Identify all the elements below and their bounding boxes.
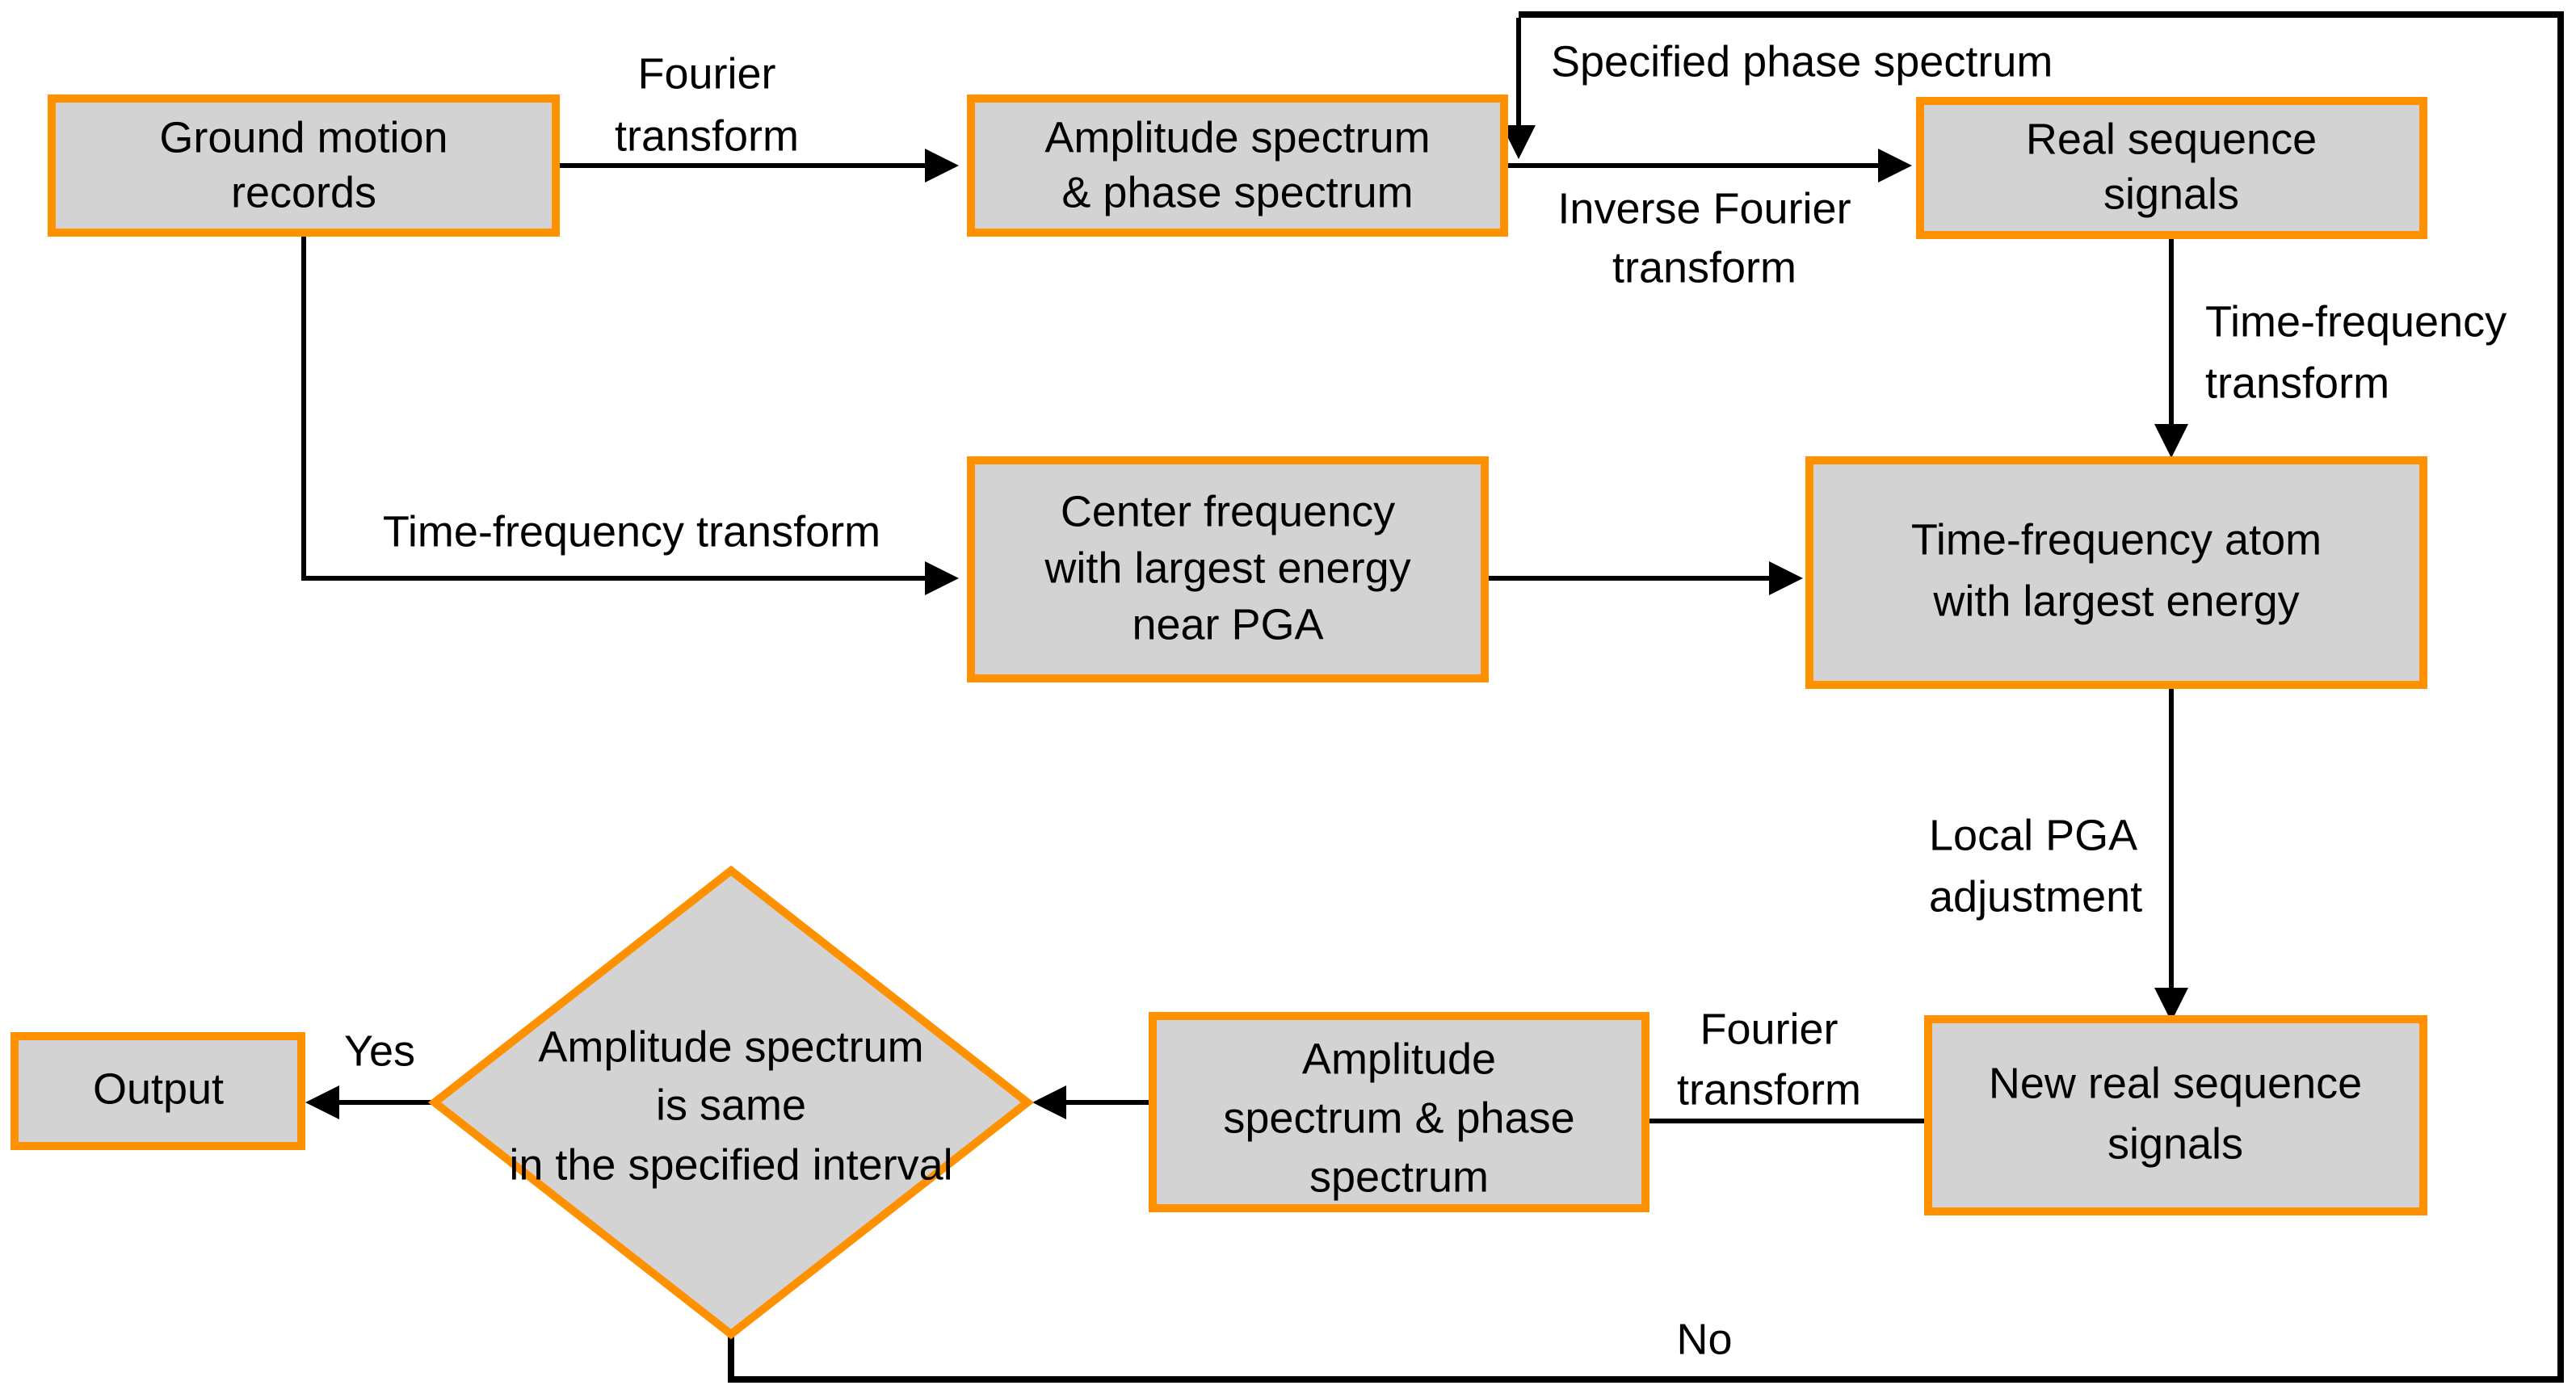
node-label-line: in the specified interval	[509, 1140, 952, 1189]
edge-label-fourier-transform-top: Fourier transform	[615, 49, 799, 160]
svg-text:adjustment: adjustment	[1929, 872, 2142, 921]
edge-label-yes: Yes	[344, 1026, 415, 1075]
node-label-line: spectrum	[1309, 1152, 1489, 1201]
node-label-line: New real sequence	[1989, 1059, 2362, 1107]
node-decision-amplitude-same[interactable]: Amplitude spectrum is same in the specif…	[427, 865, 1035, 1340]
edge-label-specified-phase-spectrum: Specified phase spectrum	[1551, 37, 2053, 86]
svg-text:Fourier: Fourier	[637, 49, 775, 98]
node-label-line: Center frequency	[1061, 487, 1395, 535]
edge-decision-no-feedback	[728, 11, 2564, 1383]
node-center-frequency-near-pga[interactable]: Center frequency with largest energy nea…	[967, 456, 1489, 682]
svg-text:Specified phase spectrum: Specified phase spectrum	[1551, 37, 2053, 86]
node-label-line: Real sequence	[2026, 115, 2317, 163]
node-real-sequence-signals[interactable]: Real sequence signals	[1916, 97, 2427, 239]
node-ground-motion-records[interactable]: Ground motion records	[48, 94, 560, 237]
edge-label-time-frequency-transform-left: Time-frequency transform	[383, 507, 880, 556]
svg-text:transform: transform	[1677, 1065, 1861, 1114]
node-label-line: is same	[656, 1081, 806, 1129]
node-label-line: Time-frequency atom	[1911, 515, 2322, 564]
node-time-frequency-atom[interactable]: Time-frequency atom with largest energy	[1805, 456, 2427, 689]
node-label-line: records	[231, 168, 376, 216]
edge-label-local-pga-adjustment: Local PGA adjustment	[1929, 811, 2142, 921]
node-label-line: Amplitude spectrum	[1044, 113, 1430, 162]
node-label-line: with largest energy	[1044, 544, 1410, 592]
node-amplitude-phase-spectrum-2[interactable]: Amplitude spectrum & phase spectrum	[1149, 1012, 1649, 1212]
svg-text:Fourier: Fourier	[1700, 1005, 1838, 1053]
svg-text:transform: transform	[2205, 359, 2389, 407]
node-new-real-sequence-signals[interactable]: New real sequence signals	[1924, 1015, 2427, 1215]
edge-label-inverse-fourier-transform: Inverse Fourier transform	[1557, 184, 1851, 292]
svg-text:Inverse Fourier: Inverse Fourier	[1557, 184, 1851, 233]
node-amplitude-phase-spectrum[interactable]: Amplitude spectrum & phase spectrum	[967, 94, 1508, 237]
svg-text:No: No	[1676, 1315, 1732, 1363]
node-label-line: Ground motion	[159, 113, 448, 162]
node-label-line: with largest energy	[1932, 577, 2299, 625]
svg-text:Time-frequency transform: Time-frequency transform	[383, 507, 880, 556]
svg-text:Local PGA: Local PGA	[1929, 811, 2137, 859]
node-label-line: near PGA	[1132, 600, 1323, 649]
svg-text:Yes: Yes	[344, 1026, 415, 1075]
node-label-line: Amplitude	[1302, 1035, 1496, 1083]
svg-text:transform: transform	[1612, 243, 1796, 292]
svg-text:Time-frequency: Time-frequency	[2205, 297, 2507, 346]
svg-text:transform: transform	[615, 111, 799, 160]
node-label-line: & phase spectrum	[1061, 168, 1413, 216]
edge-label-no: No	[1676, 1315, 1732, 1363]
node-label-line: Output	[93, 1064, 224, 1113]
edge-ground-to-center-frequency	[301, 234, 959, 595]
node-label-line: signals	[2107, 1119, 2243, 1168]
node-label-line: Amplitude spectrum	[538, 1022, 923, 1071]
edge-label-fourier-transform-bottom: Fourier transform	[1677, 1005, 1861, 1114]
node-output[interactable]: Output	[11, 1032, 305, 1150]
node-label-line: spectrum & phase	[1223, 1094, 1574, 1142]
node-label-line: signals	[2103, 170, 2239, 218]
edge-label-time-frequency-transform-right: Time-frequency transform	[2205, 297, 2507, 407]
